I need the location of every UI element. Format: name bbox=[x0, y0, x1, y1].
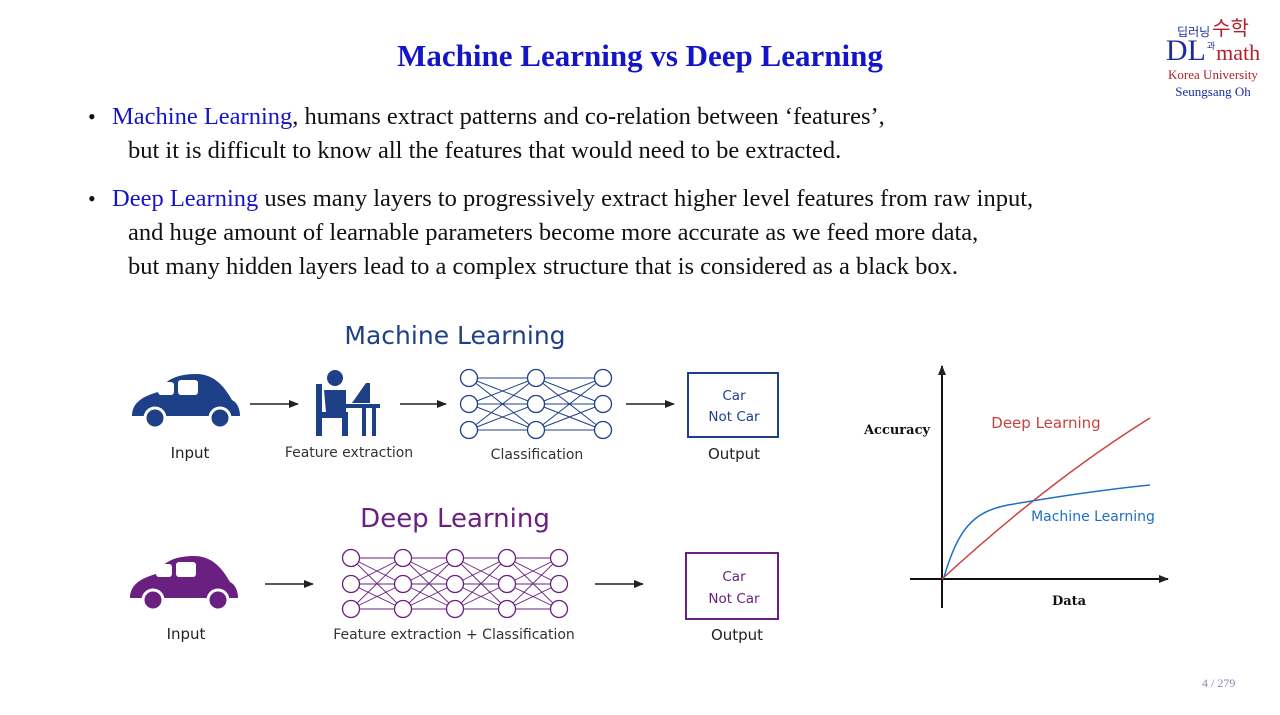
page-number: 4 / 279 bbox=[1202, 676, 1236, 690]
ml-output-notcar: Not Car bbox=[708, 409, 760, 425]
logo-university: Korea University bbox=[1168, 67, 1258, 82]
bullet-list: • Machine Learning, humans extract patte… bbox=[88, 100, 1198, 284]
term-machine-learning: Machine Learning bbox=[112, 103, 293, 130]
logo-korean-and: 과 bbox=[1206, 42, 1216, 52]
ml-output-label: Output bbox=[708, 445, 760, 463]
deep-learning-curve bbox=[941, 417, 1151, 580]
dl-output-box bbox=[685, 552, 779, 620]
bullet2-line3: but many hidden layers lead to a complex… bbox=[128, 253, 959, 280]
dl-feature-label: Feature extraction + Classification bbox=[333, 627, 575, 643]
x-axis-label: Data bbox=[1052, 594, 1087, 609]
person-at-computer-icon bbox=[316, 370, 380, 436]
bullet-deep-learning: • Deep Learning uses many layers to prog… bbox=[88, 182, 1198, 284]
dl-output-label: Output bbox=[711, 626, 763, 644]
logo-author: Seungsang Oh bbox=[1175, 84, 1251, 99]
dl-network-icon bbox=[341, 548, 569, 619]
logo-korean-big: 수학 bbox=[1212, 16, 1249, 40]
ml-classify-label: Classification bbox=[491, 447, 584, 463]
dl-output-car: Car bbox=[722, 569, 746, 585]
dl-output-notcar: Not Car bbox=[708, 591, 760, 607]
logo-dl: DL bbox=[1165, 34, 1206, 67]
logo-korean-small: 딥러닝 bbox=[1177, 25, 1211, 39]
bullet1-text: , humans extract patterns and co-relatio… bbox=[292, 103, 885, 130]
bullet-dot: • bbox=[88, 104, 96, 129]
logo: 딥러닝 수학 DL 과 math Korea University Seungs… bbox=[1158, 18, 1268, 98]
ml-feature-label: Feature extraction bbox=[285, 445, 413, 461]
bullet2-line2: and huge amount of learnable parameters … bbox=[128, 219, 979, 246]
bullet-dot: • bbox=[88, 186, 96, 211]
bullet-machine-learning: • Machine Learning, humans extract patte… bbox=[88, 100, 1198, 168]
ml-input-label: Input bbox=[171, 444, 210, 462]
bullet2-text: uses many layers to progressively extrac… bbox=[258, 185, 1034, 212]
bullet1-line2: but it is difficult to know all the feat… bbox=[128, 137, 842, 164]
y-axis-label: Accuracy bbox=[863, 423, 931, 438]
machine-learning-curve-label: Machine Learning bbox=[1031, 509, 1155, 525]
car-icon bbox=[130, 556, 238, 612]
ml-output-box bbox=[687, 372, 779, 438]
term-deep-learning: Deep Learning bbox=[112, 185, 259, 212]
dl-heading: Deep Learning bbox=[360, 504, 550, 534]
ml-output-car: Car bbox=[722, 388, 746, 404]
car-icon bbox=[132, 374, 240, 430]
ml-heading: Machine Learning bbox=[344, 321, 565, 350]
logo-math: math bbox=[1216, 40, 1261, 65]
dl-input-label: Input bbox=[167, 625, 206, 643]
deep-learning-curve-label: Deep Learning bbox=[991, 414, 1100, 432]
ml-network-icon bbox=[459, 368, 613, 440]
slide-title: Machine Learning vs Deep Learning bbox=[397, 38, 883, 73]
machine-learning-curve bbox=[943, 484, 1151, 578]
